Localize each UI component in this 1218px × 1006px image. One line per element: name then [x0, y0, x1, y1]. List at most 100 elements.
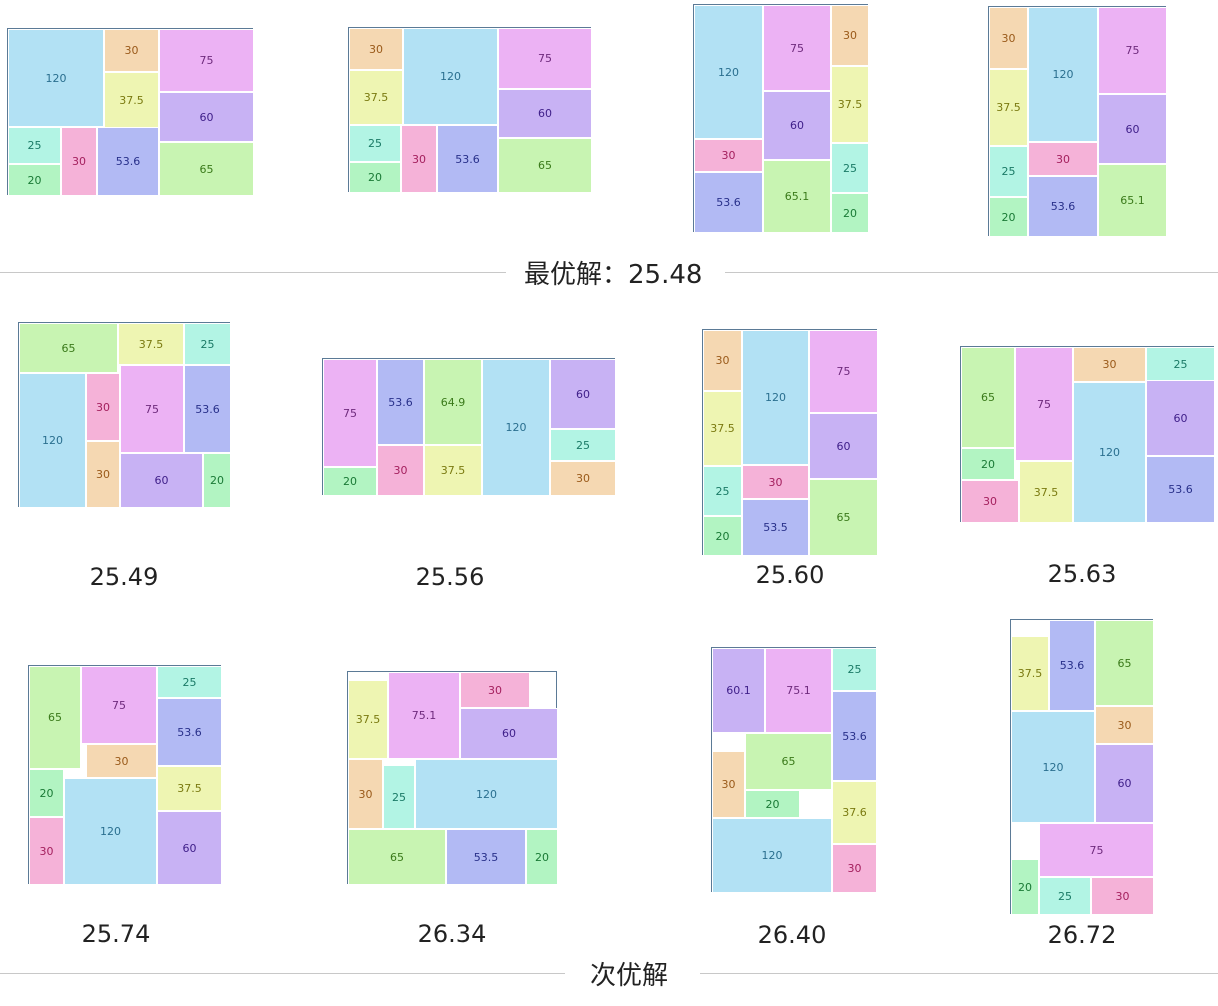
tile-60: 60	[1098, 94, 1167, 164]
tile-37-5: 37.5	[1019, 461, 1073, 523]
tile-30: 30	[742, 465, 809, 499]
tile-120: 120	[742, 330, 809, 465]
tile-30: 30	[550, 461, 616, 496]
tile-25: 25	[349, 125, 401, 162]
tile-65: 65	[961, 347, 1015, 448]
tile-65: 65	[29, 666, 81, 769]
tile-120: 120	[1073, 382, 1146, 523]
tile-120: 120	[19, 373, 86, 508]
tile-120: 120	[482, 359, 550, 496]
tile-30: 30	[29, 817, 64, 885]
tile-30: 30	[401, 125, 437, 193]
alt-layout-7-score: 26.40	[757, 921, 827, 949]
alt-layout-5-score: 25.74	[81, 920, 151, 948]
tile-20: 20	[745, 790, 800, 818]
tile-37-5: 37.5	[349, 70, 403, 125]
tile-60: 60	[809, 413, 878, 479]
tile-75: 75	[120, 365, 184, 453]
tile-30: 30	[703, 330, 742, 391]
best-divider-right	[725, 272, 1218, 273]
tile-53-6: 53.6	[437, 125, 498, 193]
alt-layout-6-score: 26.34	[417, 920, 487, 948]
tile-120: 120	[64, 778, 157, 885]
tile-30: 30	[712, 751, 745, 818]
tile-25: 25	[184, 323, 231, 365]
tile-20: 20	[1011, 859, 1039, 915]
tile-30: 30	[989, 7, 1028, 69]
tile-65: 65	[1095, 620, 1154, 706]
tile-30: 30	[104, 29, 159, 72]
tile-20: 20	[831, 193, 869, 233]
tile-75: 75	[81, 666, 157, 744]
alt-layout-4-score: 25.63	[1047, 560, 1117, 588]
tile-20: 20	[8, 164, 61, 196]
alt-layout-1-score: 25.49	[89, 563, 159, 591]
tile-65-1: 65.1	[1098, 164, 1167, 237]
tile-37-5: 37.5	[989, 69, 1028, 146]
tile-25: 25	[383, 765, 415, 829]
tile-20: 20	[323, 467, 377, 496]
tile-120: 120	[403, 28, 498, 125]
tile-65: 65	[348, 829, 446, 885]
tile-37-5: 37.5	[157, 766, 222, 811]
tile-25: 25	[831, 143, 869, 193]
alt-layout-2-score: 25.56	[415, 563, 485, 591]
tile-60: 60	[120, 453, 203, 508]
tile-75: 75	[159, 29, 254, 92]
tile-60: 60	[498, 89, 592, 138]
tile-64-9: 64.9	[424, 359, 482, 445]
tile-53-6: 53.6	[694, 172, 763, 233]
tile-75: 75	[1098, 7, 1167, 94]
tile-60: 60	[550, 359, 616, 429]
tile-37-6: 37.6	[832, 781, 877, 844]
tile-37-5: 37.5	[118, 323, 184, 365]
tile-30: 30	[831, 5, 869, 66]
tile-53-6: 53.6	[1146, 456, 1215, 523]
tile-75: 75	[1015, 347, 1073, 461]
tile-60: 60	[159, 92, 254, 142]
tile-25: 25	[8, 127, 61, 164]
tile-120: 120	[1028, 7, 1098, 142]
tile-30: 30	[694, 139, 763, 172]
tile-120: 120	[1011, 711, 1095, 823]
tile-30: 30	[349, 28, 403, 70]
tile-65: 65	[19, 323, 118, 373]
tile-60: 60	[1095, 744, 1154, 823]
tile-53-6: 53.6	[832, 691, 877, 781]
tile-53-5: 53.5	[742, 499, 809, 556]
tile-25: 25	[989, 146, 1028, 197]
tile-75: 75	[323, 359, 377, 467]
tile-75-1: 75.1	[388, 672, 460, 759]
tile-65-1: 65.1	[763, 160, 831, 233]
others-divider-right	[700, 973, 1218, 974]
tile-53-5: 53.5	[446, 829, 526, 885]
others-section-title: 次优解	[590, 961, 669, 991]
best-section-title: 最优解：25.48	[524, 260, 703, 290]
tile-30: 30	[961, 480, 1019, 523]
tile-20: 20	[989, 197, 1028, 237]
tile-30: 30	[460, 672, 530, 708]
tile-53-6: 53.6	[157, 698, 222, 766]
tile-25: 25	[703, 466, 742, 516]
tile-25: 25	[157, 666, 222, 698]
tile-60: 60	[1146, 380, 1215, 456]
tile-53-6: 53.6	[1049, 620, 1095, 711]
tile-30: 30	[86, 373, 120, 441]
tile-65: 65	[745, 733, 832, 790]
tile-65: 65	[159, 142, 254, 196]
tile-37-5: 37.5	[703, 391, 742, 466]
tile-20: 20	[961, 448, 1015, 480]
tile-53-6: 53.6	[377, 359, 424, 445]
tile-25: 25	[832, 648, 877, 691]
tile-53-6: 53.6	[1028, 176, 1098, 237]
tile-37-5: 37.5	[104, 72, 159, 128]
alt-layout-8-score: 26.72	[1047, 921, 1117, 949]
others-divider-left	[0, 973, 565, 974]
tile-30: 30	[86, 441, 120, 508]
